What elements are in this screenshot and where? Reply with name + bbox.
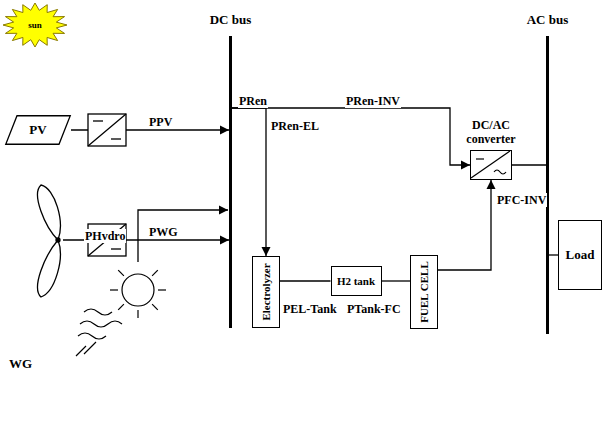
power-flow-line [280,280,331,281]
node-text: FUEL CELL [418,261,430,322]
load-box: Load [558,220,602,290]
power-label: PPV [148,115,173,129]
electrolyzer-box: Electrolyzer [252,256,280,328]
node-text: Load [566,247,595,263]
node-text: DC bus [210,12,252,28]
power-label: PTank-FC [346,302,402,316]
flow-label-holder: PRen-EL [270,116,320,134]
conv-shape [471,151,513,181]
flow-label-holder: PEL-Tank [282,299,338,317]
free-label-holder: PRen [238,91,268,109]
flow-label-holder: PPV [148,112,173,130]
power-label: PEL-Tank [282,302,338,316]
node-text: sun [28,20,42,30]
fuel-cell-box: FUEL CELL [410,255,438,329]
power-flow-line [438,180,491,270]
pv-panel: PV [5,115,71,145]
wind-generator: WG [5,182,63,300]
power-flow-line [232,108,266,256]
power-label: PWG [148,225,179,239]
node-text: H2 tank [337,275,375,287]
hydro-power-line [138,210,228,262]
power-flow-line [549,254,558,255]
power-flow-line [512,164,546,165]
power-label: PFC-INV [496,193,547,207]
dc-bus: DC bus [229,36,232,328]
node-text: PV [29,122,46,138]
dc-dc-converter [88,114,126,146]
node-text: Electrolyzer [260,263,272,320]
power-label: PHvdro [84,229,126,243]
node-text: AC bus [527,12,569,28]
sun-icon: sun [2,2,68,48]
node-text: WG [9,356,32,372]
flow-label-holder: PWG [148,222,179,240]
power-flow-line [232,108,470,165]
ac-bus: AC bus [546,36,549,334]
h2-tank-box: H2 tank [331,266,382,296]
free-label-holder: PHvdro [84,226,126,244]
flow-label-holder: PRen-INV [345,91,401,109]
power-flow-line [382,280,411,281]
dc-ac-converter: DC/AC converter [470,150,512,180]
flow-label-holder: PFC-INV [496,190,547,208]
power-label: PRen-INV [345,94,401,108]
power-label: PRen [238,94,268,108]
flow-label-holder: PTank-FC [346,299,402,317]
power-label: PRen-EL [270,119,320,133]
node-text: DC/AC converter [458,119,524,147]
wg-shape [5,182,63,300]
hydro-turbine-icon [76,270,166,356]
